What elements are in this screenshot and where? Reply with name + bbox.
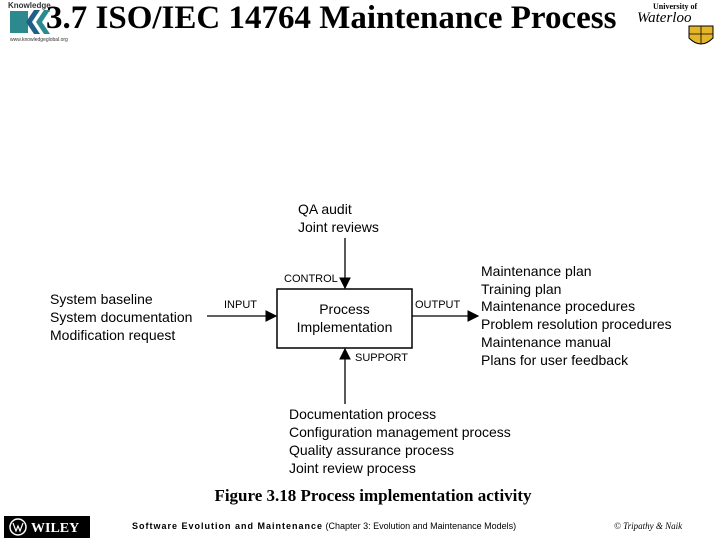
page-title: 3.7 ISO/IEC 14764 Maintenance Process xyxy=(46,0,617,36)
input-item: Modification request xyxy=(50,327,176,343)
control-label: CONTROL xyxy=(284,273,338,285)
support-item: Quality assurance process xyxy=(289,442,454,458)
input-label: INPUT xyxy=(224,299,257,311)
wiley-logo-text: WILEY xyxy=(31,521,79,536)
support-item: Documentation process xyxy=(289,406,437,422)
input-item: System baseline xyxy=(50,291,153,307)
output-label: OUTPUT xyxy=(415,299,461,311)
output-item: Problem resolution procedures xyxy=(481,316,672,332)
knowledge-logo-url: www.knowledgeglobal.org xyxy=(10,37,68,43)
support-item: Configuration management process xyxy=(289,424,511,440)
knowledge-logo xyxy=(6,0,54,46)
uw-logo-main-text: Waterloo xyxy=(637,10,692,26)
support-label: SUPPORT xyxy=(355,352,408,364)
input-item: System documentation xyxy=(50,309,193,325)
uw-logo-top-text: University of xyxy=(653,2,698,11)
wiley-logo: WILEY xyxy=(4,516,90,538)
process-box xyxy=(276,288,413,349)
knowledge-logo-text: Knowledge xyxy=(8,1,51,10)
university-of-waterloo-logo: University of Waterloo xyxy=(635,0,717,50)
process-title-line1: Process xyxy=(319,301,370,317)
control-input-item: Joint reviews xyxy=(298,219,379,235)
footer-copyright: © Tripathy & Naik xyxy=(614,521,683,531)
output-item: Maintenance plan xyxy=(481,263,592,279)
footer-book-info: Software Evolution and Maintenance (Chap… xyxy=(132,521,516,531)
support-item: Joint review process xyxy=(289,460,416,476)
footer-book-title: Software Evolution and Maintenance xyxy=(132,521,324,531)
process-title-line2: Implementation xyxy=(296,319,393,335)
figure-caption: Figure 3.18 Process implementation activ… xyxy=(214,486,532,505)
output-item: Training plan xyxy=(481,281,562,297)
output-item: Plans for user feedback xyxy=(481,352,629,368)
control-input-item: QA audit xyxy=(298,201,352,217)
output-item: Maintenance manual xyxy=(481,334,611,350)
output-item: Maintenance procedures xyxy=(481,298,636,314)
footer-chapter: (Chapter 3: Evolution and Maintenance Mo… xyxy=(325,521,517,531)
